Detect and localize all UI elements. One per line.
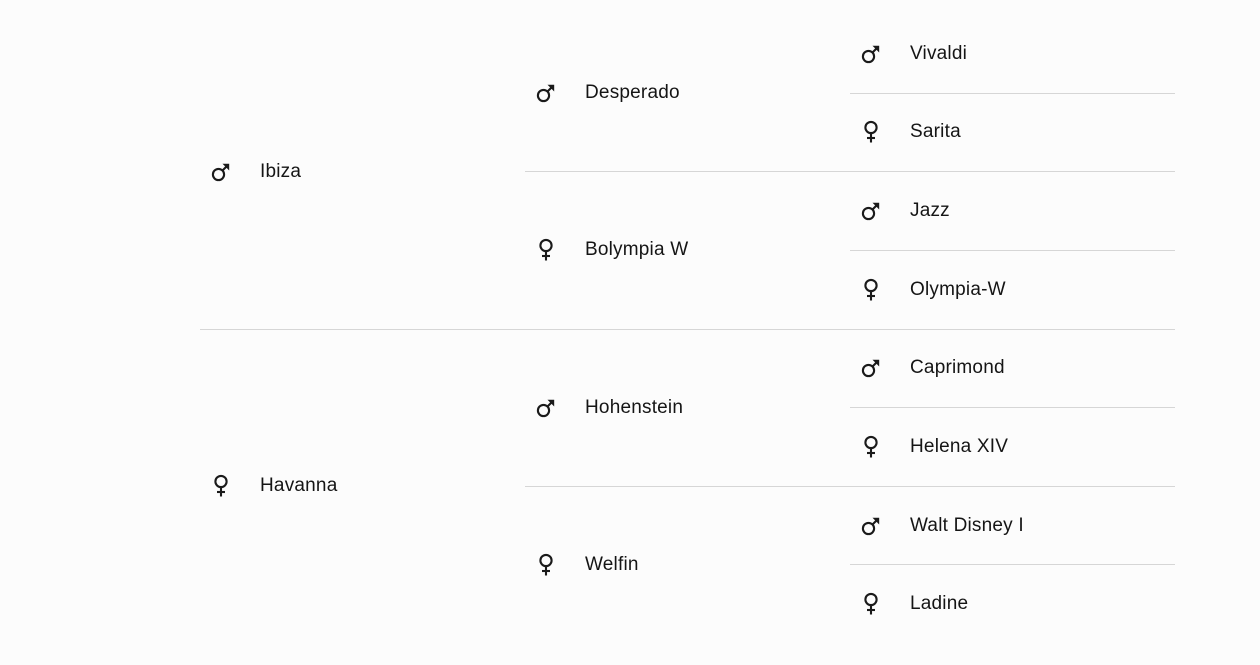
ancestor-name: Helena XIV <box>910 435 1009 457</box>
male-symbol-icon <box>861 514 881 538</box>
ancestor-sire[interactable]: Walt Disney I <box>850 485 1175 565</box>
pedigree-table: Ibiza Havanna Desperado Bolympia W Hohen… <box>200 15 1175 643</box>
ancestor-name: Welfin <box>585 553 639 575</box>
ancestor-sire[interactable]: Caprimond <box>850 328 1175 408</box>
female-symbol-icon <box>861 278 881 302</box>
female-symbol-icon <box>536 553 556 577</box>
female-symbol-icon <box>211 474 231 498</box>
ancestor-sire[interactable]: Desperado <box>525 15 850 171</box>
female-symbol-icon <box>861 435 881 459</box>
ancestor-dam[interactable]: Helena XIV <box>850 407 1175 486</box>
male-symbol-icon <box>536 396 556 420</box>
ancestor-sire[interactable]: Jazz <box>850 171 1175 250</box>
ancestor-dam[interactable]: Ladine <box>850 564 1175 643</box>
male-symbol-icon <box>861 199 881 223</box>
generation-2-column: Desperado Bolympia W Hohenstein Welfin <box>525 15 850 643</box>
ancestor-dam[interactable]: Havanna <box>200 328 525 644</box>
ancestor-sire[interactable]: Ibiza <box>200 15 525 329</box>
male-symbol-icon <box>536 81 556 105</box>
ancestor-sire[interactable]: Vivaldi <box>850 15 1175 93</box>
ancestor-name: Caprimond <box>910 357 1005 379</box>
ancestor-name: Vivaldi <box>910 42 968 64</box>
female-symbol-icon <box>861 592 881 616</box>
ancestor-name: Bolympia W <box>585 239 689 261</box>
ancestor-name: Olympia-W <box>910 278 1006 300</box>
generation-3-column: Vivaldi Sarita Jazz Olympia-W Caprimond … <box>850 15 1175 643</box>
ancestor-dam[interactable]: Bolympia W <box>525 171 850 328</box>
ancestor-name: Jazz <box>910 200 950 222</box>
male-symbol-icon <box>861 42 881 66</box>
ancestor-name: Havanna <box>260 475 338 497</box>
female-symbol-icon <box>536 238 556 262</box>
ancestor-name: Ibiza <box>260 160 302 182</box>
ancestor-name: Walt Disney I <box>910 514 1024 536</box>
ancestor-name: Sarita <box>910 121 961 143</box>
ancestor-dam[interactable]: Sarita <box>850 92 1175 172</box>
male-symbol-icon <box>211 160 231 184</box>
generation-1-column: Ibiza Havanna <box>200 15 525 643</box>
ancestor-name: Desperado <box>585 82 680 104</box>
ancestor-dam[interactable]: Welfin <box>525 485 850 643</box>
ancestor-name: Ladine <box>910 593 969 615</box>
ancestor-name: Hohenstein <box>585 396 684 418</box>
female-symbol-icon <box>861 120 881 144</box>
ancestor-dam[interactable]: Olympia-W <box>850 249 1175 329</box>
ancestor-sire[interactable]: Hohenstein <box>525 328 850 486</box>
male-symbol-icon <box>861 356 881 380</box>
